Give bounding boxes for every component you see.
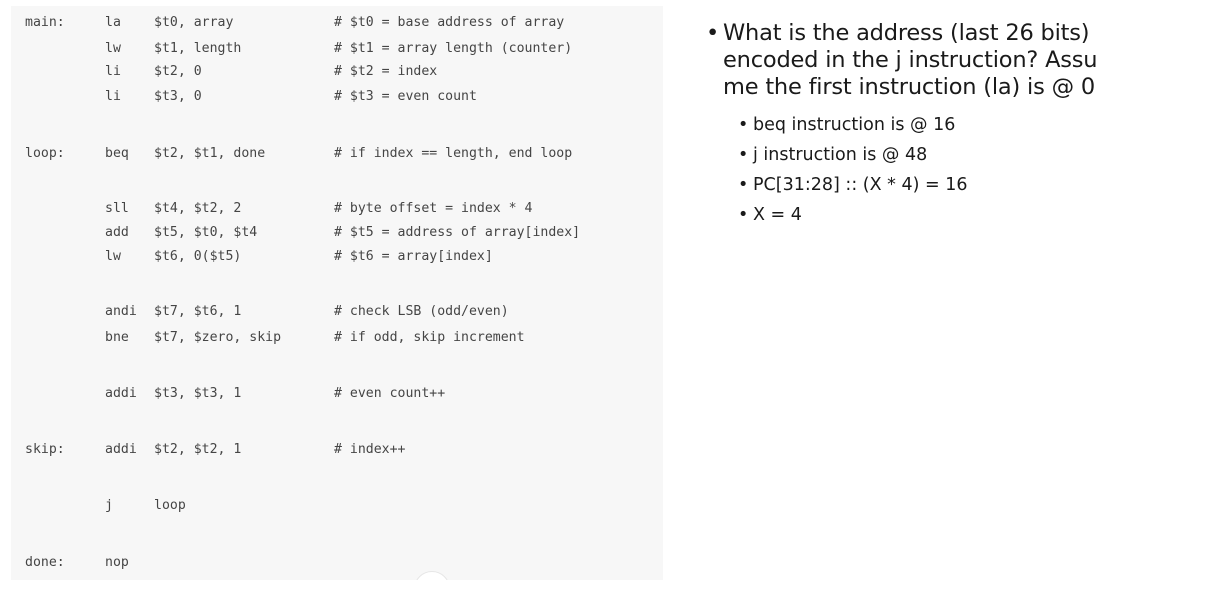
notes-panel: • What is the address (last 26 bits) enc… <box>706 20 1206 232</box>
code-comment: # $t5 = address of array[index] <box>334 225 581 240</box>
answer-item: • beq instruction is @ 16 <box>706 112 1206 142</box>
question-bullet: • What is the address (last 26 bits) enc… <box>706 20 1206 101</box>
bullet-icon: • <box>738 205 749 225</box>
code-operands: $t2, $t1, done <box>154 146 266 161</box>
code-operands: $t7, $zero, skip <box>154 330 282 345</box>
code-panel: main: la $t0, array # $t0 = base address of… <box>11 6 663 580</box>
code-operands: $t4, $t2, 2 <box>154 201 242 216</box>
code-operands: loop <box>154 498 186 513</box>
code-label: done: <box>25 555 65 570</box>
code-opcode: la <box>105 15 121 30</box>
code-operands: $t3, $t3, 1 <box>154 386 242 401</box>
code-comment: # even count++ <box>334 386 446 401</box>
code-opcode: lw <box>105 249 121 264</box>
answer-text: PC[31:28] :: (X * 4) = 16 <box>753 175 968 195</box>
code-opcode: li <box>105 89 121 104</box>
code-operands: $t7, $t6, 1 <box>154 304 242 319</box>
code-operands: $t1, length <box>154 41 242 56</box>
code-comment: # $t3 = even count <box>334 89 477 104</box>
question-line: me the first instruction (la) is @ 0 <box>723 74 1095 100</box>
code-opcode: addi <box>105 386 137 401</box>
code-comment: # byte offset = index * 4 <box>334 201 533 216</box>
bullet-icon: • <box>706 20 720 46</box>
code-comment: # $t2 = index <box>334 64 438 79</box>
code-opcode: j <box>105 498 113 513</box>
code-operands: $t2, $t2, 1 <box>154 442 242 457</box>
code-comment: # $t0 = base address of array <box>334 15 565 30</box>
bullet-icon: • <box>738 145 749 165</box>
code-opcode: nop <box>105 555 129 570</box>
code-opcode: andi <box>105 304 137 319</box>
answer-item: • j instruction is @ 48 <box>706 142 1206 172</box>
code-operands: $t5, $t0, $t4 <box>154 225 258 240</box>
code-comment: # if odd, skip increment <box>334 330 525 345</box>
answer-list: • beq instruction is @ 16 • j instructio… <box>706 112 1206 232</box>
code-operands: $t2, 0 <box>154 64 202 79</box>
code-operands: $t3, 0 <box>154 89 202 104</box>
code-opcode: beq <box>105 146 129 161</box>
answer-text: X = 4 <box>753 205 802 225</box>
bullet-icon: • <box>738 115 749 135</box>
bullet-icon: • <box>738 175 749 195</box>
question-line: encoded in the j instruction? Assu <box>723 47 1098 73</box>
code-opcode: bne <box>105 330 129 345</box>
code-label: loop: <box>25 146 65 161</box>
answer-text: beq instruction is @ 16 <box>753 115 956 135</box>
code-comment: # index++ <box>334 442 406 457</box>
code-operands: $t0, array <box>154 15 234 30</box>
code-comment: # $t1 = array length (counter) <box>334 41 573 56</box>
code-comment: # if index == length, end loop <box>334 146 573 161</box>
code-opcode: addi <box>105 442 137 457</box>
code-opcode: li <box>105 64 121 79</box>
code-comment: # check LSB (odd/even) <box>334 304 509 319</box>
code-opcode: add <box>105 225 129 240</box>
answer-text: j instruction is @ 48 <box>753 145 928 165</box>
answer-item: • X = 4 <box>706 202 1206 232</box>
code-label: skip: <box>25 442 65 457</box>
code-operands: $t6, 0($t5) <box>154 249 242 264</box>
code-label: main: <box>25 15 65 30</box>
code-opcode: lw <box>105 41 121 56</box>
code-comment: # $t6 = array[index] <box>334 249 493 264</box>
code-opcode: sll <box>105 201 129 216</box>
question-line: What is the address (last 26 bits) <box>723 20 1090 46</box>
answer-item: • PC[31:28] :: (X * 4) = 16 <box>706 172 1206 202</box>
scroll-handle[interactable] <box>414 571 450 580</box>
